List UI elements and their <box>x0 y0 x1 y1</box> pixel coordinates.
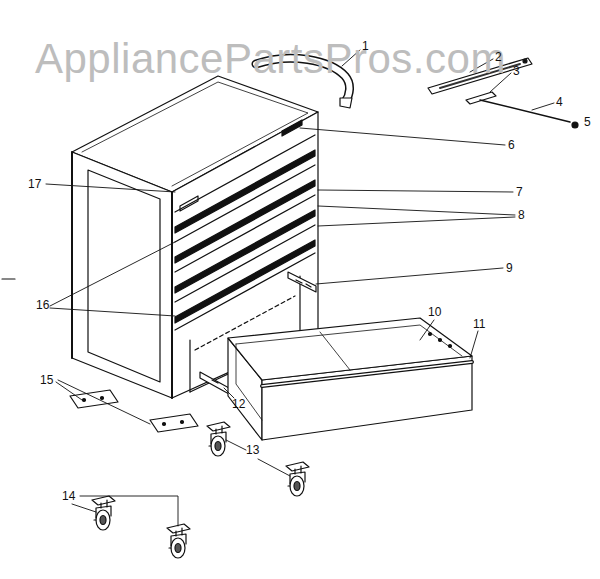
callout-number: 13 <box>246 444 259 456</box>
callout-number: 4 <box>556 96 563 108</box>
callout-number: 7 <box>516 186 523 198</box>
callout-number: 5 <box>584 116 591 128</box>
callout-number: 16 <box>36 299 49 311</box>
leader-line <box>46 50 554 526</box>
callout-number: 6 <box>508 139 515 151</box>
watermark: AppliancePartsPros.com <box>35 38 506 80</box>
callout-number: 9 <box>506 262 513 274</box>
callout-number: 17 <box>28 178 41 190</box>
callout-number: 12 <box>232 398 245 410</box>
mounting-plate <box>70 390 198 432</box>
callout-number: 1 <box>362 40 369 52</box>
callout-number: 2 <box>495 51 502 63</box>
callout-number: 10 <box>428 306 441 318</box>
edge-mark <box>2 278 15 279</box>
callout-number: 11 <box>473 318 485 330</box>
callout-number: 8 <box>518 209 525 221</box>
callout-number: 15 <box>40 374 53 386</box>
nut <box>572 122 578 128</box>
drawer <box>228 318 472 440</box>
callout-number: 14 <box>62 490 75 502</box>
callout-number: 3 <box>513 65 520 77</box>
caster <box>92 422 309 558</box>
